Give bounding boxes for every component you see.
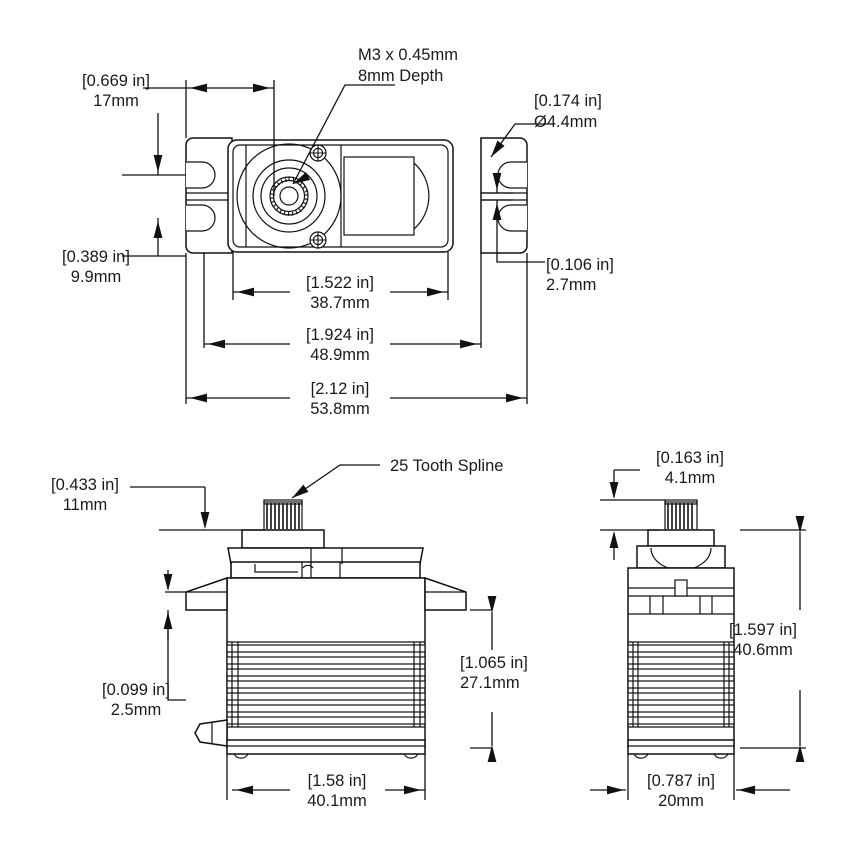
dim-40p6mm-mm: 40.6mm [733, 641, 793, 659]
dim-53p8mm-mm: 53.8mm [310, 400, 370, 418]
dim-27p1mm-inch: [1.065 in] [460, 654, 528, 672]
dim-17mm-inch: [0.669 in] [82, 72, 150, 90]
top-view [185, 84, 555, 254]
dim-40p1mm-mm: 40.1mm [307, 792, 367, 810]
dim-38p7mm-inch: [1.522 in] [306, 274, 374, 292]
dim-2p5mm-inch: [0.099 in] [102, 681, 170, 699]
dim-4p4mm-mm: Ø4.4mm [534, 113, 597, 131]
dim-20mm-mm: 20mm [658, 792, 704, 810]
front-view [185, 464, 467, 759]
dim-40p6mm-inch: [1.597 in] [729, 621, 797, 639]
top-view-dimensions [122, 80, 545, 404]
dim-4p1mm-inch: [0.163 in] [656, 449, 724, 467]
dim-11mm-mm: 11mm [63, 496, 108, 514]
dim-38p7mm-mm: 38.7mm [310, 294, 370, 312]
side-view-dimensions [590, 469, 806, 800]
dim-11mm-inch: [0.433 in] [51, 476, 119, 494]
dim-9p9mm-mm: 9.9mm [71, 268, 121, 286]
dim-2p7mm-inch: [0.106 in] [546, 256, 614, 274]
mounting-screw-hole [309, 144, 327, 162]
dim-2p5mm-mm: 2.5mm [111, 701, 161, 719]
dim-40p1mm-inch: [1.58 in] [308, 772, 367, 790]
callout-thread-line2: 8mm Depth [358, 67, 443, 85]
mounting-screw-hole-2 [309, 231, 327, 249]
dim-17mm-mm: 17mm [93, 92, 139, 110]
callout-spline-line1: 25 Tooth Spline [390, 457, 503, 475]
dim-53p8mm-inch: [2.12 in] [311, 380, 370, 398]
dim-9p9mm-inch: [0.389 in] [62, 248, 130, 266]
side-view [627, 499, 735, 759]
output-shaft-spline [269, 176, 309, 216]
callout-thread-line1: M3 x 0.45mm [358, 46, 458, 64]
dim-27p1mm-mm: 27.1mm [460, 674, 520, 692]
dim-2p7mm-mm: 2.7mm [546, 276, 596, 294]
front-view-dimensions [130, 486, 497, 800]
dim-20mm-inch: [0.787 in] [647, 772, 715, 790]
dim-4p4mm-inch: [0.174 in] [534, 92, 602, 110]
dim-48p9mm-mm: 48.9mm [310, 346, 370, 364]
dim-4p1mm-mm: 4.1mm [665, 469, 715, 487]
dim-48p9mm-inch: [1.924 in] [306, 326, 374, 344]
